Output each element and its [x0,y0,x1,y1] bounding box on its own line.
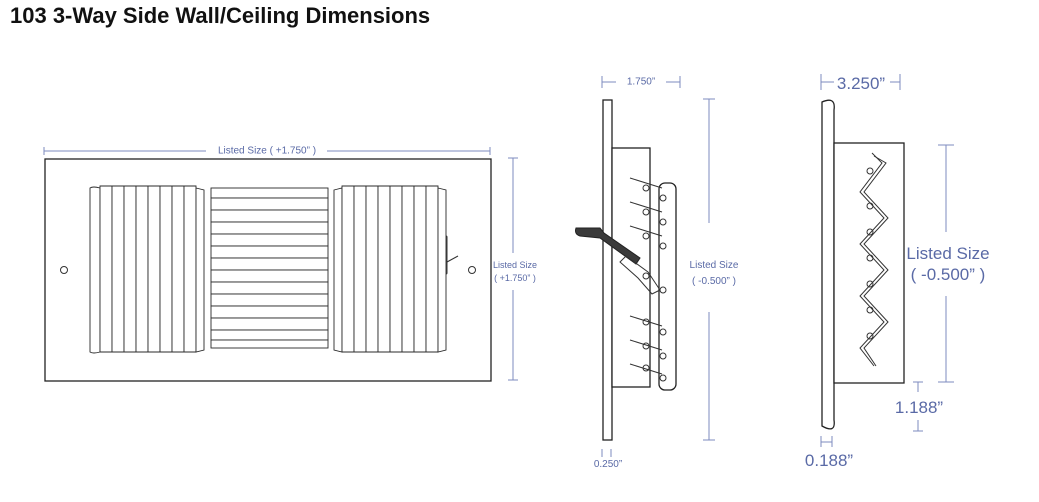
front-height-dimension: Listed Size ( +1.750” ) [493,157,537,381]
side-face-plate [602,99,613,441]
front-center-louvers [210,187,329,349]
side-linkage-bar [658,182,677,391]
side-view: 1.750” Listed Size ( -0.500” ) 0.250” [575,76,739,470]
front-screw-hole-left [60,266,68,274]
side-height-label-line1: Listed Size [690,260,739,271]
front-screw-hole-right [468,266,476,274]
side-thickness-dimension: 0.250” [594,449,622,470]
profile-depth-label: 3.250” [837,74,886,93]
front-width-dimension: Listed Size ( +1.750” ) [43,146,491,157]
profile-view: 3.250” Listed Size ( -0.500” ) 1.188” 0.… [805,74,990,470]
front-height-label-line2: ( +1.750” ) [494,273,536,283]
profile-thickness-dimension: 0.188” [805,436,854,470]
profile-offset-dimension: 1.188” [895,381,944,432]
profile-offset-label: 1.188” [895,398,944,417]
profile-face-plate [821,99,835,430]
profile-thickness-label: 0.188” [805,451,854,470]
side-depth-label: 1.750” [627,77,655,88]
side-height-dimension: Listed Size ( -0.500” ) [690,98,739,441]
page-title: 103 3-Way Side Wall/Ceiling Dimensions [10,3,431,28]
side-height-label-line2: ( -0.500” ) [692,276,736,287]
side-louver-pivots [629,177,667,382]
side-depth-dimension: 1.750” [601,76,681,88]
side-damper-lever [575,227,667,295]
side-body [611,147,651,388]
front-height-label-line1: Listed Size [493,260,537,270]
profile-height-label-line2: ( -0.500” ) [911,265,986,284]
side-thickness-label: 0.250” [594,459,622,470]
front-width-label: Listed Size ( +1.750” ) [218,146,316,157]
front-view: Listed Size ( +1.750” ) Listed Size ( +1… [43,146,537,382]
front-left-louvers [89,185,205,354]
profile-height-dimension: Listed Size ( -0.500” ) [906,144,990,383]
profile-body [833,142,905,384]
profile-louver-zigzag [859,152,885,367]
profile-depth-dimension: 3.250” [820,74,901,93]
profile-height-label-line1: Listed Size [906,244,989,263]
front-right-louvers [333,185,447,353]
profile-louver-pivots [866,167,874,340]
